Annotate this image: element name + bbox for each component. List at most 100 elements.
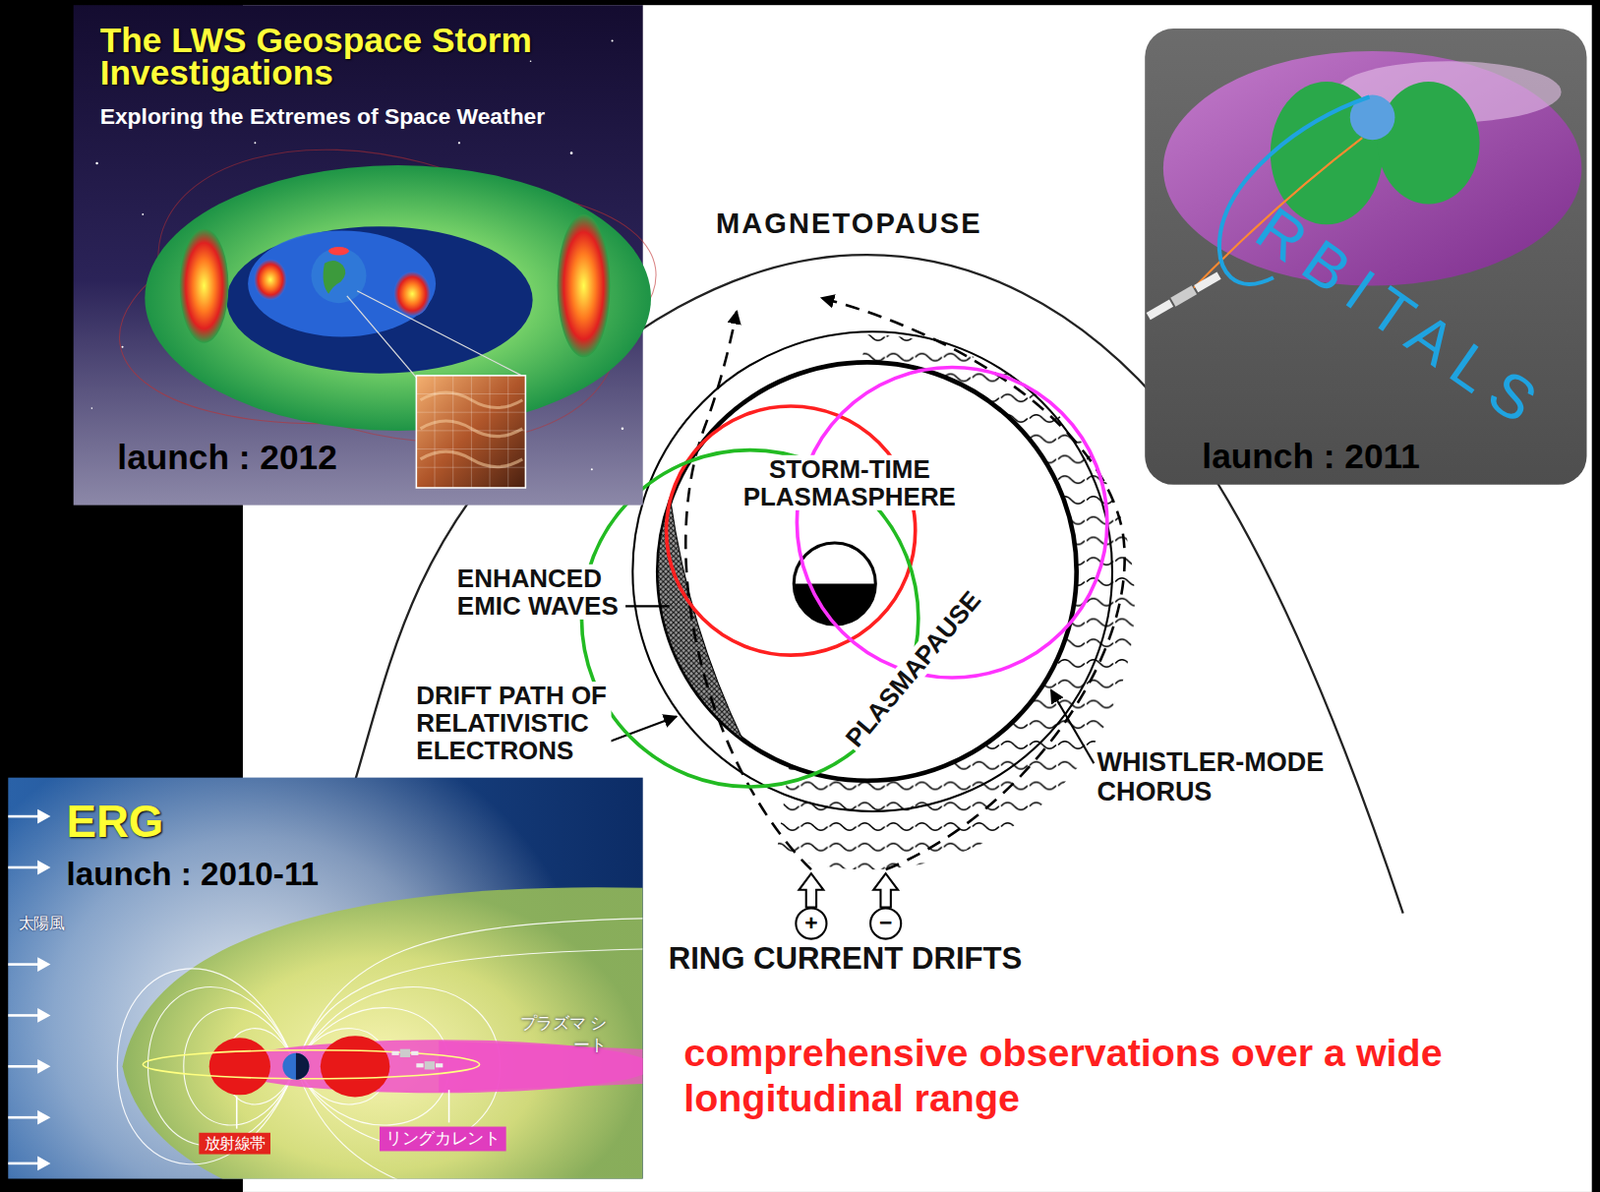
erg-panel-art bbox=[415, 1063, 423, 1067]
hollow-arrow bbox=[873, 873, 898, 907]
lws-panel-art bbox=[415, 375, 526, 488]
lws-panel-art bbox=[591, 468, 593, 471]
lws-panel-art bbox=[141, 213, 144, 216]
lws-panel-art bbox=[253, 141, 256, 144]
region-tag: リングカレント bbox=[379, 1126, 507, 1152]
erg-panel-art bbox=[435, 1063, 443, 1067]
erg-panel-art bbox=[320, 1035, 391, 1097]
erg-panel-art bbox=[7, 1013, 39, 1017]
orbitals-panel-art bbox=[1145, 271, 1222, 321]
lws-panel-art bbox=[179, 228, 230, 343]
erg-panel-art bbox=[7, 962, 39, 966]
charge-sign: − bbox=[871, 909, 900, 938]
erg-panel-art bbox=[38, 1158, 48, 1169]
erg-panel-art bbox=[117, 918, 643, 1180]
lws-panel-art bbox=[310, 247, 366, 303]
tag-text: 放射線帯 bbox=[204, 1133, 266, 1154]
boundary-label: MAGNETOPAUSE bbox=[715, 207, 983, 240]
mission-panel: RBITALSlaunch : 2011 bbox=[1144, 28, 1587, 485]
coverage-circle bbox=[666, 406, 916, 655]
lws-panel-art bbox=[226, 226, 533, 373]
erg-panel-art bbox=[38, 1009, 48, 1020]
erg-panel-art bbox=[122, 887, 644, 1179]
lws-panel-art bbox=[104, 157, 671, 456]
panel-title: The LWS Geospace Storm Investigations bbox=[100, 23, 555, 89]
lws-panel-art bbox=[347, 296, 417, 378]
lws-panel-art bbox=[530, 59, 533, 62]
lws-panel-art bbox=[557, 214, 611, 357]
launch-date: launch : 2012 bbox=[117, 437, 338, 477]
erg-panel-art bbox=[438, 1040, 644, 1092]
lws-panel-art bbox=[458, 141, 461, 144]
lws-panel-art bbox=[415, 375, 526, 488]
lws-panel-art bbox=[247, 231, 436, 338]
erg-panel-art bbox=[7, 811, 48, 1169]
lws-panel-art bbox=[95, 162, 98, 165]
orbitals-panel-art bbox=[1170, 285, 1197, 306]
hollow-arrow bbox=[798, 873, 824, 907]
erg-panel-art bbox=[142, 1050, 479, 1079]
drift-label: RING CURRENT DRIFTS bbox=[668, 941, 1023, 976]
erg-panel-art bbox=[7, 1116, 39, 1120]
lws-panel-art bbox=[323, 260, 347, 295]
mission-panel: The LWS Geospace Storm InvestigationsExp… bbox=[73, 4, 644, 505]
orbitals-panel-art bbox=[1146, 299, 1175, 321]
lws-panel-art bbox=[570, 151, 574, 155]
leader-arrow bbox=[1051, 689, 1095, 764]
region-label: STORM-TIME PLASMASPHERE bbox=[739, 455, 960, 511]
orbitals-panel-art bbox=[1144, 28, 1587, 485]
earth-night-side bbox=[793, 584, 876, 626]
lws-panel-art bbox=[125, 102, 652, 490]
mission-panel: ERGlaunch : 2010-11太陽風プラズマ シート放射線帯リングカレン… bbox=[7, 777, 643, 1180]
lws-panel-art bbox=[621, 427, 624, 430]
panel-subtitle: Exploring the Extremes of Space Weather bbox=[100, 103, 545, 130]
emic-crescent bbox=[657, 499, 743, 740]
erg-panel-art bbox=[209, 1037, 271, 1095]
erg-panel-art bbox=[236, 1095, 238, 1128]
lws-panel-art bbox=[328, 246, 350, 255]
lws-panel-art bbox=[356, 291, 526, 378]
summary-note: comprehensive observations over a wide l… bbox=[683, 1030, 1480, 1121]
charge-circle: − bbox=[869, 906, 902, 940]
erg-panel-art bbox=[411, 1051, 418, 1056]
region-tag: 放射線帯 bbox=[198, 1132, 271, 1155]
lws-panel-art bbox=[144, 165, 652, 431]
erg-panel-art bbox=[38, 1112, 48, 1123]
launch-date: launch : 2011 bbox=[1201, 436, 1421, 476]
mission-name: ERG bbox=[65, 797, 164, 845]
erg-panel-art bbox=[7, 1162, 39, 1166]
erg-panel-art bbox=[38, 862, 48, 873]
orbitals-panel-art bbox=[1144, 28, 1587, 485]
orbitals-panel-art bbox=[1163, 51, 1582, 287]
wave-label: WHISTLER-MODE CHORUS bbox=[1096, 748, 1342, 806]
erg-panel-art bbox=[38, 811, 48, 822]
erg-panel-art bbox=[448, 1089, 451, 1123]
erg-panel-art bbox=[7, 866, 39, 870]
wave-label: ENHANCED EMIC WAVES bbox=[454, 564, 623, 620]
erg-panel-art bbox=[38, 1061, 48, 1071]
orbitals-panel-art bbox=[1193, 272, 1222, 294]
erg-panel-art bbox=[7, 777, 643, 1180]
erg-panel-art bbox=[424, 1061, 435, 1069]
earth-symbol bbox=[793, 542, 876, 625]
path-label: DRIFT PATH OF RELATIVISTIC ELECTRONS bbox=[413, 681, 611, 765]
erg-panel-art bbox=[7, 815, 39, 819]
leader-line bbox=[625, 604, 670, 607]
lws-panel-art bbox=[73, 4, 672, 505]
erg-panel-art bbox=[0, 713, 653, 1192]
plasmapause-circle bbox=[657, 361, 1076, 780]
erg-panel-art bbox=[296, 1053, 309, 1080]
charge-sign: + bbox=[796, 909, 826, 938]
region-label: 太陽風 bbox=[18, 914, 65, 935]
region-label: プラズマ シート bbox=[514, 1011, 606, 1056]
erg-panel-art bbox=[38, 958, 48, 969]
charge-circle: + bbox=[794, 906, 828, 940]
tag-text: リングカレント bbox=[385, 1128, 500, 1150]
lws-panel-art bbox=[91, 407, 94, 410]
lws-panel-art bbox=[253, 259, 287, 301]
drift-path-circle bbox=[632, 331, 1113, 812]
erg-panel-art bbox=[282, 1053, 309, 1080]
orbitals-panel-art bbox=[1377, 81, 1481, 205]
